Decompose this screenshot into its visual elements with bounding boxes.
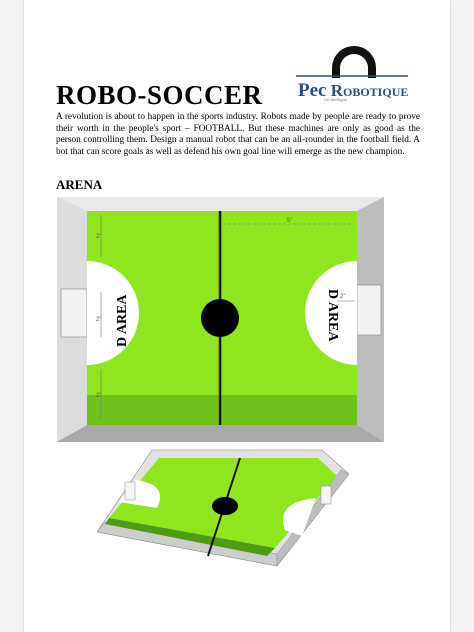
page-title: ROBO-SOCCER — [56, 80, 263, 110]
left-dimension-label-upper: 2" — [96, 234, 101, 240]
logo-brand: Pec Robotique — [298, 80, 408, 102]
right-dimension-label: 2" — [340, 294, 345, 300]
logo-brand-name: Robotique — [330, 81, 409, 100]
left-dimension-label-mid: 2" — [96, 317, 101, 323]
arena-3d-left-goal — [124, 481, 136, 501]
top-dimension-label: 5" — [287, 218, 292, 224]
arena-3d-right-d-area — [283, 498, 316, 536]
left-d-area — [87, 261, 139, 365]
arena-top-view: 5" 2" 2" 2" 2" D AREA D AREA — [57, 197, 384, 442]
center-circle — [201, 299, 239, 337]
section-heading-arena: ARENA — [56, 177, 103, 192]
arena-3d-left-d-area — [119, 480, 161, 508]
wall-bottom — [57, 425, 384, 442]
arena-3d-right-goal — [320, 485, 332, 505]
left-goal — [60, 288, 88, 338]
right-goal — [356, 284, 382, 336]
logo-brand-prefix: Pec — [298, 80, 327, 101]
arena-3d-center-circle — [212, 497, 238, 515]
left-dimension-label-lower: 2" — [96, 393, 101, 399]
right-d-area-label: D AREA — [325, 289, 340, 342]
right-d-area — [305, 261, 357, 365]
logo-arch-icon — [296, 46, 408, 78]
wall-top — [57, 197, 384, 211]
left-d-area-label: D AREA — [115, 294, 130, 347]
field-dark-band — [87, 395, 357, 425]
arena-3d-view — [97, 449, 349, 567]
intro-paragraph: A revolution is about to happen in the s… — [56, 112, 420, 157]
logo-tagline: Get Intelligent — [324, 97, 348, 102]
